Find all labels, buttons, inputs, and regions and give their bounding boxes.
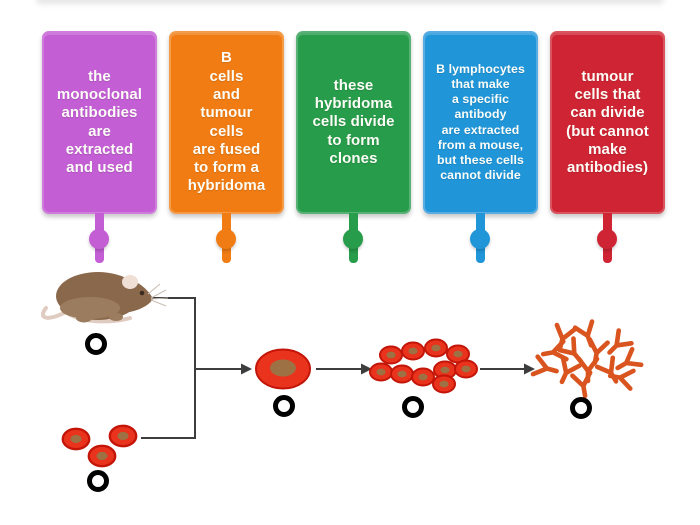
- card-unit-extract-antibodies: the monoclonal antibodies are extracted …: [42, 31, 157, 263]
- card-pin-dot: [89, 229, 109, 249]
- merge-bracket-line: [141, 297, 196, 439]
- card-unit-fuse-hybridoma: B cells and tumour cells are fused to fo…: [169, 31, 284, 263]
- hybridoma-cell-illustration: [255, 348, 311, 390]
- card-label: tumour cells that can divide (but cannot…: [566, 67, 649, 177]
- card-pin-dot: [597, 229, 617, 249]
- antibodies-illustration: [533, 322, 641, 398]
- card-label: these hybridoma cells divide to form clo…: [312, 76, 395, 167]
- mouse-illustration: [41, 272, 169, 324]
- card-fuse-hybridoma[interactable]: B cells and tumour cells are fused to fo…: [169, 31, 284, 214]
- drop-target-ring-clones[interactable]: [402, 396, 424, 418]
- tumour-cells-illustration: [61, 424, 138, 468]
- arrow-head-3: [524, 363, 535, 375]
- card-label: B lymphocytes that make a specific antib…: [436, 61, 525, 183]
- card-unit-tumour-cells: tumour cells that can divide (but cannot…: [550, 31, 665, 263]
- mouse-ear: [122, 275, 138, 289]
- card-b-lymphocytes[interactable]: B lymphocytes that make a specific antib…: [423, 31, 538, 214]
- card-pin-dot: [216, 229, 236, 249]
- card-unit-divide-clones: these hybridoma cells divide to form clo…: [296, 31, 411, 263]
- card-tumour-cells[interactable]: tumour cells that can divide (but cannot…: [550, 31, 665, 214]
- card-unit-b-lymphocytes: B lymphocytes that make a specific antib…: [423, 31, 538, 263]
- card-pin-dot: [343, 229, 363, 249]
- drop-target-ring-mouse[interactable]: [85, 333, 107, 355]
- top-shadow: [36, 0, 664, 4]
- card-extract-antibodies[interactable]: the monoclonal antibodies are extracted …: [42, 31, 157, 214]
- drop-target-ring-antibodies[interactable]: [570, 397, 592, 419]
- card-label: B cells and tumour cells are fused to fo…: [187, 49, 266, 195]
- clone-cells-illustration: [369, 338, 478, 394]
- mouse-eye: [139, 290, 145, 296]
- arrow-head-1: [241, 363, 252, 375]
- card-divide-clones[interactable]: these hybridoma cells divide to form clo…: [296, 31, 411, 214]
- drop-target-ring-hybridoma[interactable]: [273, 395, 295, 417]
- drop-target-ring-tumour-cells[interactable]: [87, 470, 109, 492]
- mouse-whiskers: [147, 283, 169, 307]
- arrow-head-2: [361, 363, 372, 375]
- card-pin-dot: [470, 229, 490, 249]
- card-label: the monoclonal antibodies are extracted …: [56, 67, 143, 177]
